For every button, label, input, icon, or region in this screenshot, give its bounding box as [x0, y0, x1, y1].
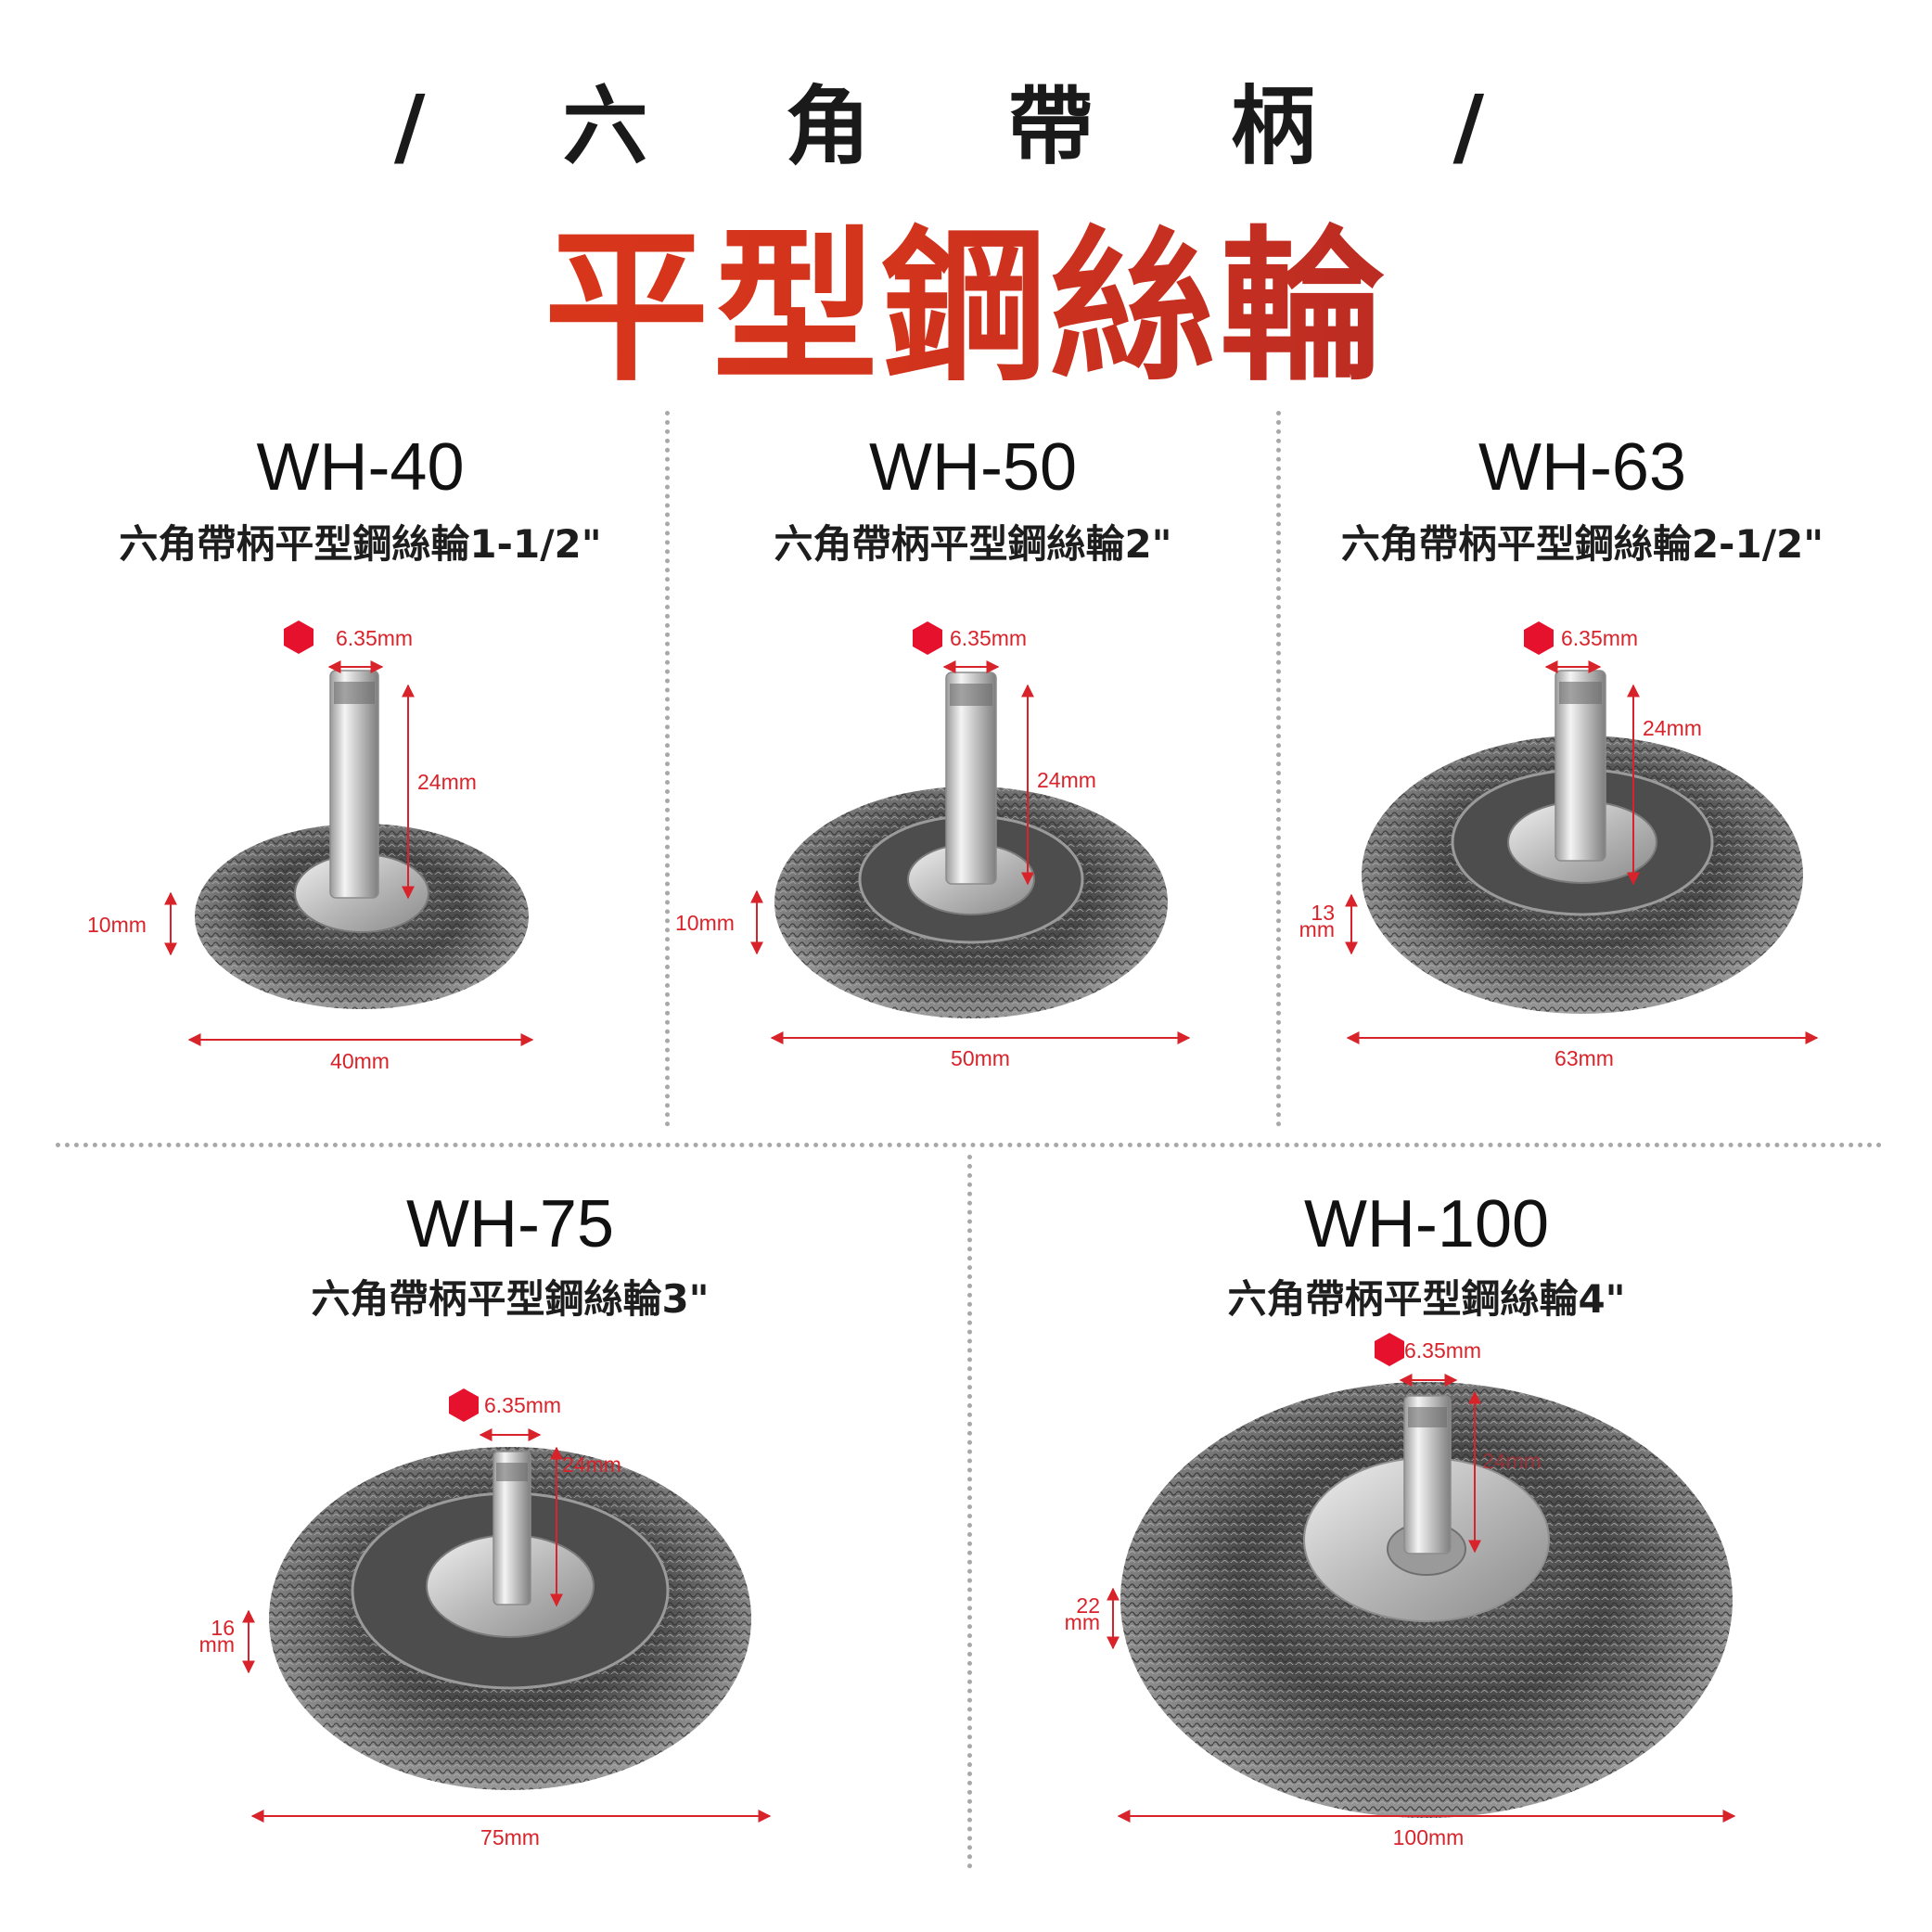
- hex-size-label: 6.35mm: [1561, 626, 1638, 650]
- product-card-wh75: WH-75 六角帶柄平型鋼絲輪3" 6.35mm 24mm 16 mm 75mm: [56, 1155, 967, 1869]
- diameter-label: 75mm: [480, 1825, 540, 1849]
- diameter-label: 100mm: [1393, 1825, 1465, 1849]
- hex-size-icon: [913, 621, 942, 655]
- thickness-unit-label: mm: [1065, 1610, 1100, 1634]
- hex-size-label: 6.35mm: [336, 626, 413, 650]
- shank-length-label: 24mm: [1037, 768, 1096, 792]
- diameter-label: 40mm: [330, 1049, 390, 1073]
- shank-length-label: 24mm: [1482, 1449, 1542, 1473]
- hex-shank: [329, 670, 379, 899]
- thickness-unit-label: mm: [1299, 917, 1335, 941]
- shank-length-label: 24mm: [1643, 716, 1702, 740]
- product-model: WH-100: [1303, 1187, 1550, 1261]
- hex-size-label: 6.35mm: [1404, 1338, 1481, 1363]
- page-title: 平型鋼絲輪: [0, 174, 1932, 413]
- thickness-value-label: 22: [1076, 1593, 1100, 1618]
- product-name: 六角帶柄平型鋼絲輪1-1/2": [119, 521, 602, 567]
- product-card-wh40: WH-40 六角帶柄平型鋼絲輪1-1/2" 6.35mm 24mm 10mm 4…: [56, 411, 665, 1127]
- hex-shank: [493, 1451, 531, 1606]
- product-card-wh63: WH-63 六角帶柄平型鋼絲輪2-1/2" 6.35mm 24mm 13 mm …: [1281, 411, 1884, 1127]
- thickness-value-label: 16: [211, 1616, 235, 1640]
- product-card-wh100: WH-100 六角帶柄平型鋼絲輪4" 6.35mm 24mm 22 mm 100…: [972, 1155, 1884, 1869]
- diameter-label: 63mm: [1555, 1046, 1614, 1070]
- product-model: WH-63: [1478, 430, 1686, 505]
- page-subtitle: / 六 角 帶 柄 /: [393, 77, 1539, 176]
- hex-size-label: 6.35mm: [484, 1393, 561, 1417]
- wire-wheel-figure: 6.35mm 24mm 22 mm 100mm: [1065, 1333, 1736, 1849]
- product-name: 六角帶柄平型鋼絲輪4": [1227, 1276, 1626, 1322]
- product-model: WH-75: [405, 1187, 614, 1261]
- hex-size-icon: [284, 621, 313, 654]
- divider-vertical-3: [967, 1155, 972, 1869]
- thickness-label: 10mm: [675, 911, 735, 935]
- divider-vertical-2: [1276, 411, 1281, 1127]
- shank-length-label: 24mm: [562, 1452, 621, 1477]
- product-model: WH-40: [256, 430, 465, 505]
- wire-wheel-figure: 6.35mm 24mm 16 mm 75mm: [199, 1388, 772, 1849]
- hex-size-icon: [1524, 621, 1554, 655]
- thickness-label: 10mm: [87, 913, 147, 937]
- product-name: 六角帶柄平型鋼絲輪2": [774, 521, 1172, 567]
- divider-vertical-1: [665, 411, 670, 1127]
- hex-size-label: 6.35mm: [950, 626, 1027, 650]
- product-name: 六角帶柄平型鋼絲輪2-1/2": [1340, 521, 1824, 567]
- hex-shank: [1403, 1395, 1452, 1555]
- divider-horizontal: [56, 1143, 1883, 1147]
- wire-wheel-figure: 6.35mm 24mm 10mm 40mm: [87, 621, 534, 1073]
- product-name: 六角帶柄平型鋼絲輪3": [311, 1276, 710, 1322]
- wire-wheel-figure: 6.35mm 24mm 13 mm 63mm: [1299, 621, 1819, 1070]
- shank-length-label: 24mm: [417, 770, 477, 794]
- product-card-wh50: WH-50 六角帶柄平型鋼絲輪2" 6.35mm 24mm 10mm 50mm: [670, 411, 1276, 1127]
- product-model: WH-50: [868, 430, 1077, 505]
- wire-wheel-figure: 6.35mm 24mm 10mm 50mm: [675, 621, 1191, 1070]
- thickness-unit-label: mm: [199, 1632, 235, 1657]
- thickness-value-label: 13: [1311, 901, 1335, 925]
- hex-size-icon: [1375, 1333, 1404, 1366]
- hex-size-icon: [449, 1388, 479, 1422]
- diameter-label: 50mm: [951, 1046, 1010, 1070]
